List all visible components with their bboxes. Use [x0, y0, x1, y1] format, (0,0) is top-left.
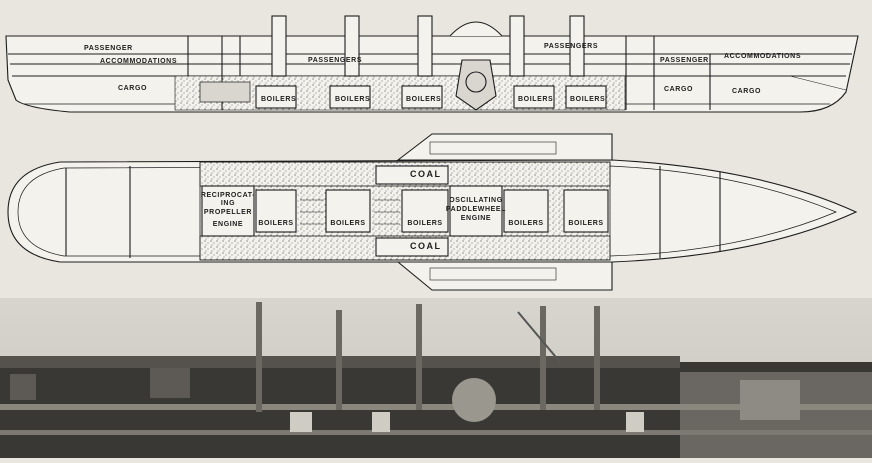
profile-labels: PASSENGER ACCOMMODATIONS CARGO PASSENGER…: [84, 43, 801, 103]
label-boilers-profile-5: BOILERS: [570, 96, 605, 103]
label-boilers-plan-5: BOILERS: [568, 220, 603, 227]
label-osc-line3: ENGINE: [461, 215, 491, 222]
plan-labels: COAL COAL RECIPROCAT- ING PROPELLER ENGI…: [201, 169, 603, 251]
label-boilers-plan-4: BOILERS: [508, 220, 543, 227]
plan-view: [7, 133, 858, 291]
label-coal-top: COAL: [410, 169, 442, 179]
label-coal-bottom: COAL: [410, 241, 442, 251]
label-accommodations-aft: ACCOMMODATIONS: [724, 53, 801, 60]
label-passengers-mid2: PASSENGERS: [544, 43, 598, 50]
label-cargo-aft2: CARGO: [732, 88, 761, 95]
label-passenger-fwd: PASSENGER: [84, 45, 133, 52]
label-recip-line4: ENGINE: [213, 221, 243, 228]
label-boilers-profile-1: BOILERS: [261, 96, 296, 103]
label-recip-line3: PROPELLER: [204, 209, 252, 216]
label-passenger-aft: PASSENGER: [660, 57, 709, 64]
profile-view: [5, 15, 859, 113]
label-boilers-plan-1: BOILERS: [258, 220, 293, 227]
cutaway-photograph: [0, 298, 872, 458]
label-boilers-plan-3: BOILERS: [407, 220, 442, 227]
label-cargo-fwd: CARGO: [118, 85, 147, 92]
label-passengers-mid1: PASSENGERS: [308, 57, 362, 64]
label-recip-line2: ING: [221, 200, 235, 207]
label-boilers-plan-2: BOILERS: [330, 220, 365, 227]
label-osc-line2: PADDLEWHEEL: [446, 206, 506, 213]
label-boilers-profile-4: BOILERS: [518, 96, 553, 103]
label-accommodations-fwd: ACCOMMODATIONS: [100, 58, 177, 65]
label-recip-line1: RECIPROCAT-: [201, 192, 255, 199]
label-boilers-profile-2: BOILERS: [335, 96, 370, 103]
label-cargo-aft1: CARGO: [664, 86, 693, 93]
label-osc-line1: OSCILLATING: [449, 197, 503, 204]
label-boilers-profile-3: BOILERS: [406, 96, 441, 103]
